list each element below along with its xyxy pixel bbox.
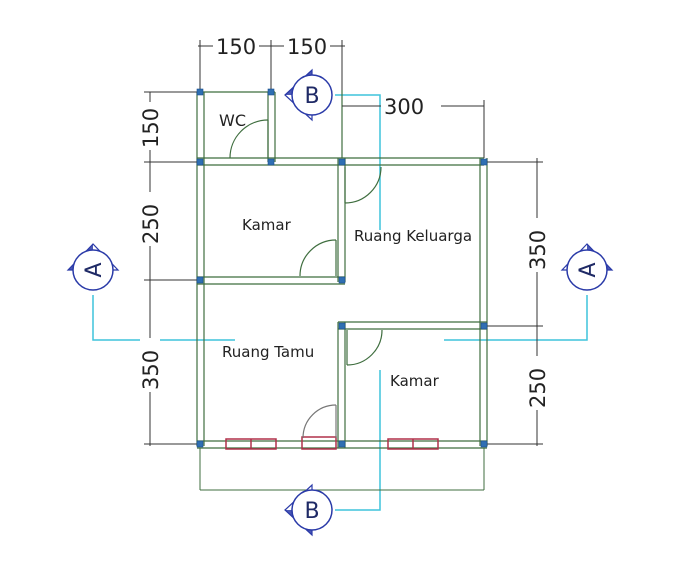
section-line-b-top — [335, 94, 381, 230]
section-marker-a-right: A — [560, 243, 614, 291]
door-kamar-1 — [299, 239, 337, 277]
windows — [225, 436, 439, 450]
section-label-a-left: A — [82, 262, 107, 277]
column — [480, 440, 488, 448]
section-marker-a-left: A — [66, 243, 120, 291]
dim-right-bottom: 250 — [526, 368, 550, 408]
dim-left-mid: 250 — [139, 204, 163, 244]
section-line-a-right — [444, 295, 588, 341]
room-labels: WC Kamar Ruang Keluarga Ruang Tamu Kamar — [219, 111, 472, 390]
room-label-kamar-2: Kamar — [390, 372, 440, 390]
dimension-labels: 150 150 300 150 250 350 350 250 — [139, 35, 550, 410]
section-marker-b-top: B — [284, 68, 333, 122]
column — [196, 158, 204, 166]
dim-right-top: 350 — [526, 230, 550, 270]
column — [196, 440, 204, 448]
section-line-a-left — [92, 295, 235, 341]
dim-left-bottom: 350 — [139, 350, 163, 390]
columns — [196, 88, 488, 448]
section-line-b-bottom — [335, 370, 381, 511]
door-wc — [229, 119, 269, 159]
column — [338, 276, 346, 284]
column — [338, 440, 346, 448]
dim-left-top: 150 — [139, 108, 163, 148]
section-label-a-right: A — [576, 262, 601, 277]
column — [267, 88, 275, 96]
room-label-kamar-1: Kamar — [242, 216, 292, 234]
dim-top-left: 150 — [216, 35, 256, 59]
column — [267, 158, 275, 166]
column — [480, 322, 488, 330]
room-label-ruang-tamu: Ruang Tamu — [222, 343, 314, 361]
column — [338, 158, 346, 166]
column — [338, 322, 346, 330]
column — [480, 158, 488, 166]
section-label-b-bottom: B — [304, 499, 319, 524]
column — [196, 276, 204, 284]
section-marker-b-bottom: B — [284, 483, 333, 537]
dim-top-mid: 150 — [287, 35, 327, 59]
door-main — [302, 404, 337, 439]
doors — [229, 119, 383, 439]
door-kamar-2 — [346, 329, 383, 366]
room-label-wc: WC — [219, 111, 246, 130]
walls — [196, 90, 488, 449]
room-label-ruang-keluarga: Ruang Keluarga — [354, 227, 472, 245]
dim-top-right: 300 — [384, 95, 424, 119]
section-label-b-top: B — [304, 84, 319, 109]
door-ruang-keluarga — [344, 166, 382, 204]
section-lines — [92, 94, 588, 511]
door-frame-main — [301, 436, 337, 450]
column — [196, 88, 204, 96]
